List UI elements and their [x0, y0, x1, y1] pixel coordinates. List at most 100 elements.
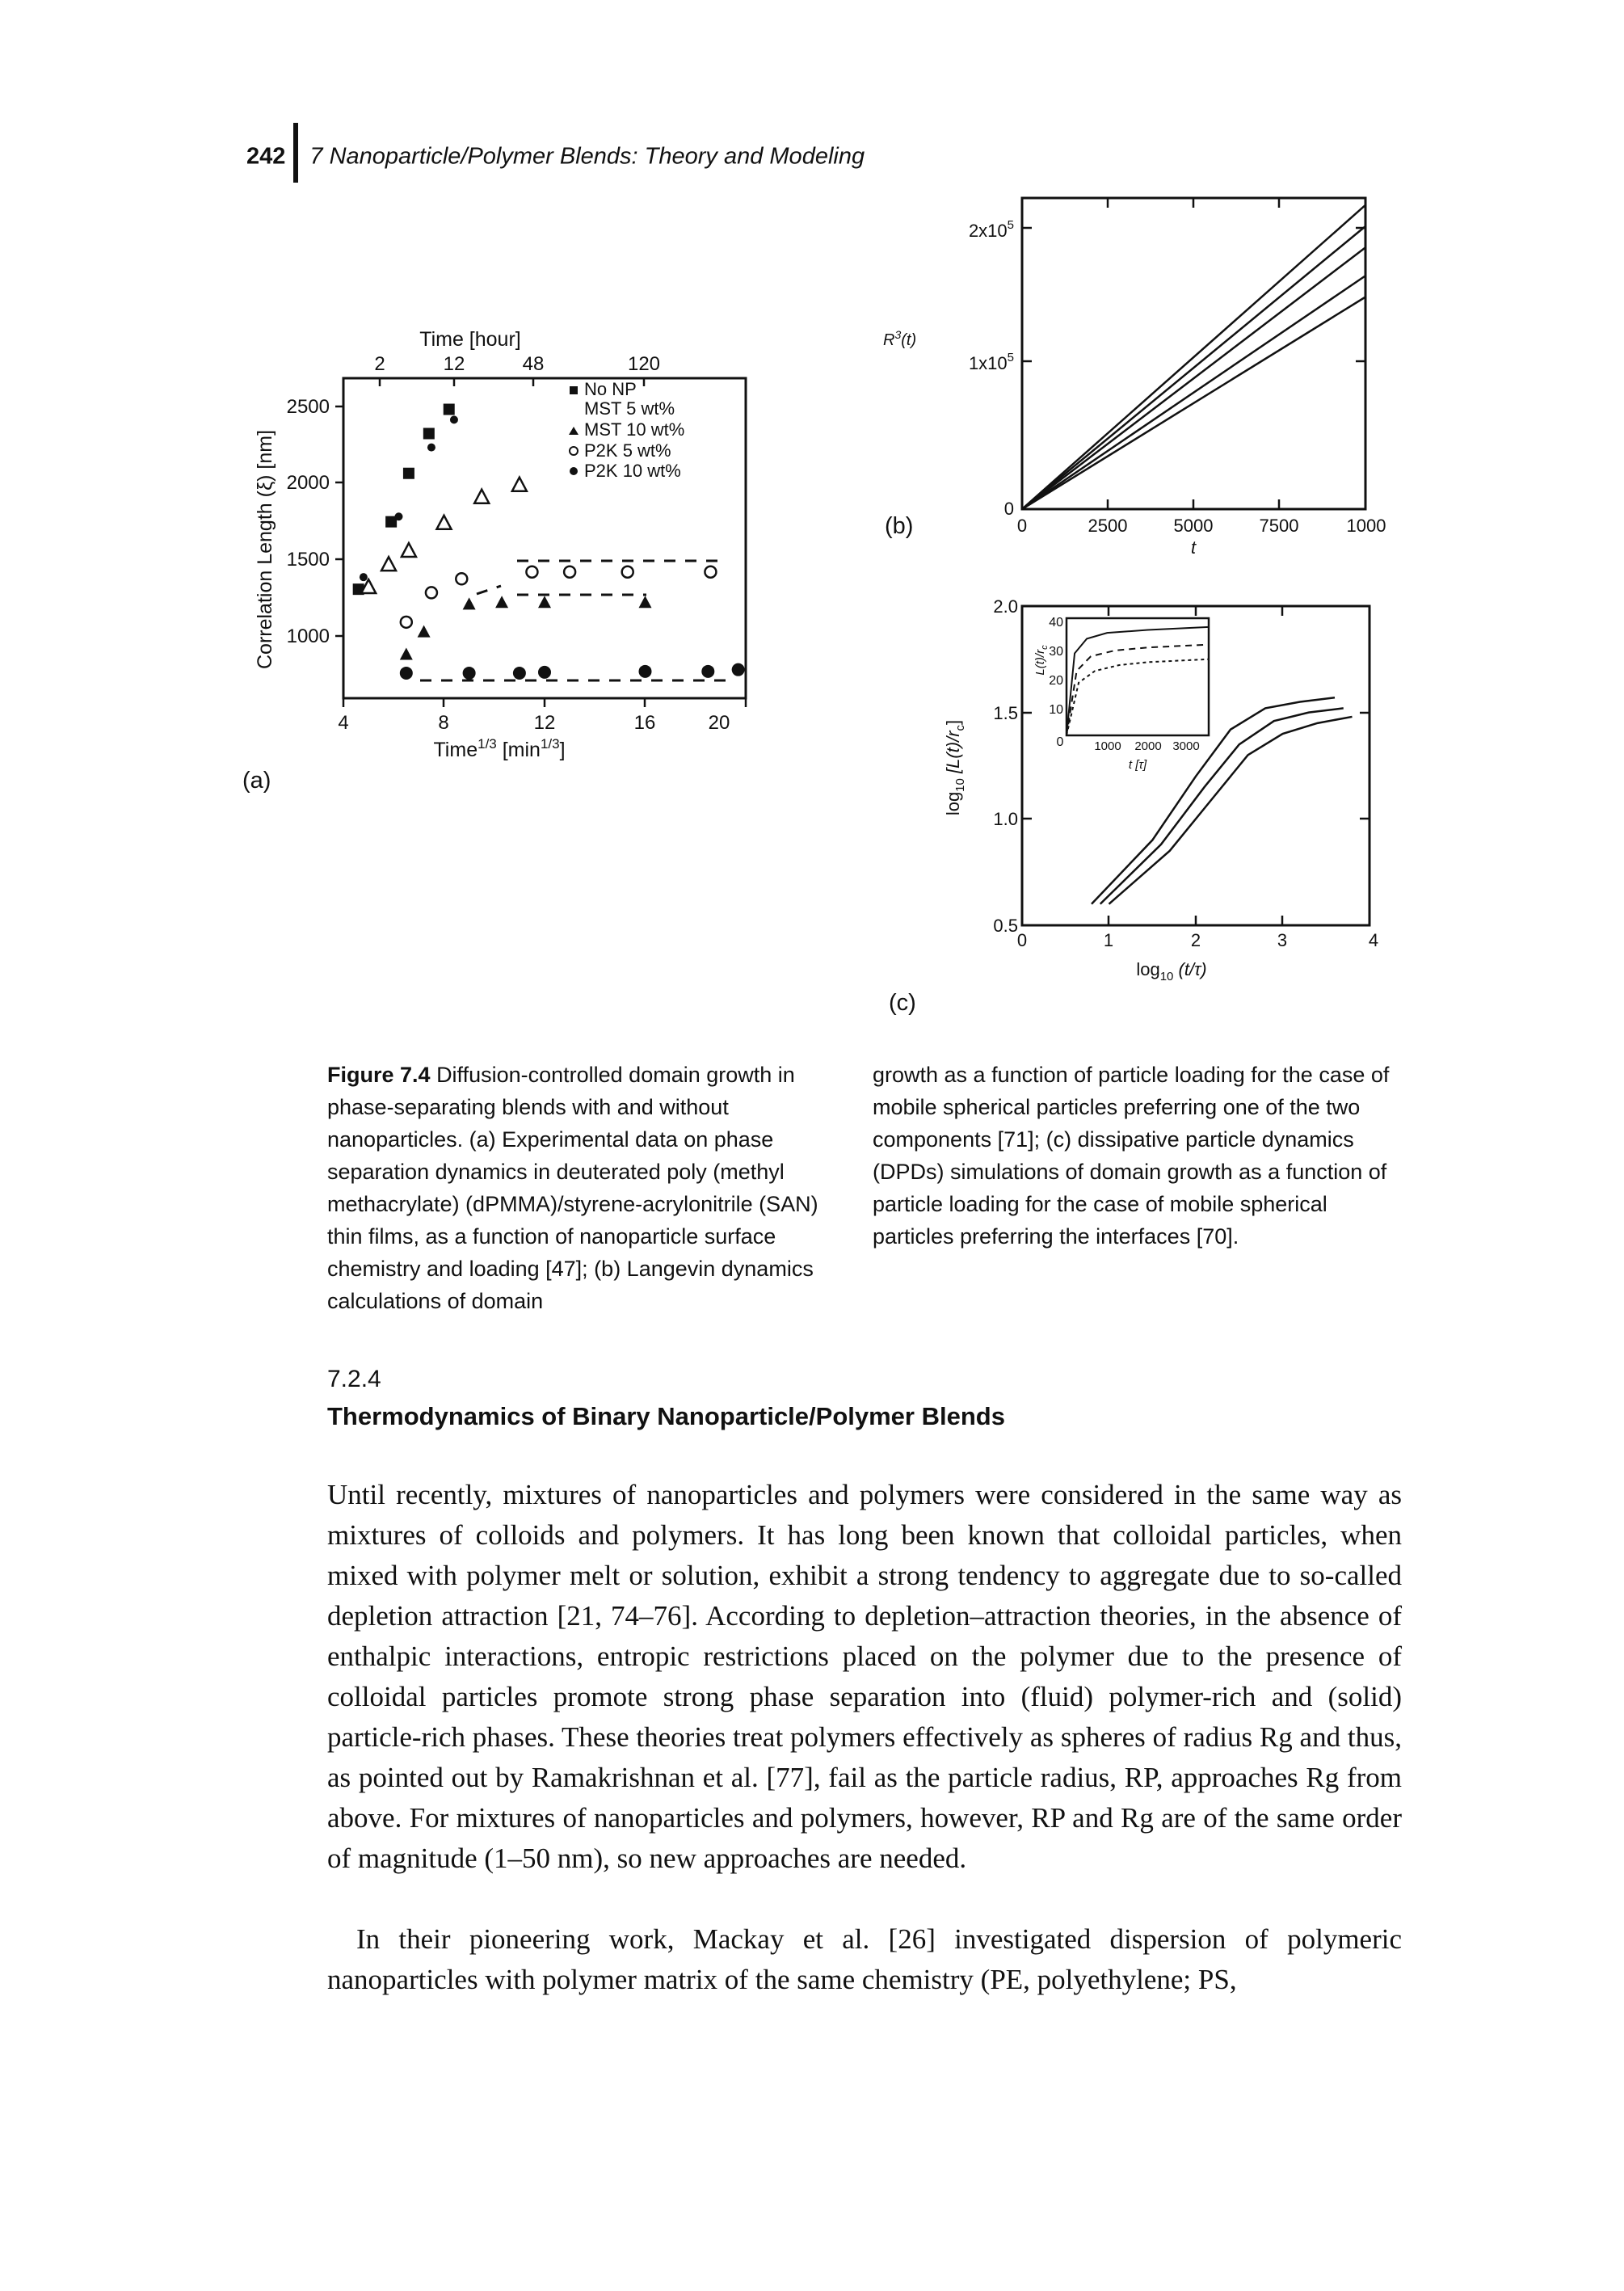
- panel-b-y-tick: 2x105: [969, 218, 1014, 241]
- panel-a-dashed-guides: [420, 559, 735, 682]
- figure-label: Figure 7.4: [327, 1063, 431, 1087]
- panel-b-series-line-2: [1021, 225, 1366, 510]
- panel-c-y-tick: 0.5: [993, 916, 1018, 936]
- panel-a-y-tick: 2500: [287, 396, 330, 418]
- inset-y-title: L(t)/rc: [1033, 645, 1050, 676]
- inset-x-tick: 0: [1057, 735, 1064, 749]
- figure-panel-c: 2.0 1.5 1.0 0.5 log10 [L(t)/rc] 0 1 2 3 …: [889, 596, 1378, 1016]
- data-point-p2k-5-wt-: [525, 565, 539, 579]
- panel-a-top-tick: 48: [523, 353, 545, 375]
- caption-left-text: Diffusion-controlled domain growth in ph…: [327, 1063, 818, 1313]
- inset-x-title: t [τ]: [1129, 758, 1147, 772]
- panel-b-x-tick: 0: [1017, 516, 1027, 536]
- data-point-unlabeled: [360, 577, 378, 595]
- panel-b-series-line-5: [1021, 296, 1366, 511]
- panel-c-x-tick: 4: [1369, 930, 1378, 950]
- panel-b-label: (b): [885, 513, 913, 539]
- data-point-unlabeled: [435, 513, 453, 531]
- figure-panel-b: 2x105 1x105 0 R3(t) 0 2500 5000 7500 100…: [883, 196, 1386, 558]
- panel-a-legend: No NP MST 5 wt% MST 10 wt% P2K 5 wt% P2K…: [569, 379, 684, 481]
- inset-y-tick: 20: [1049, 674, 1063, 688]
- panel-c-series-line-1: [1091, 696, 1336, 905]
- panel-a-top-axis-title: Time [hour]: [419, 328, 521, 351]
- section-title: Thermodynamics of Binary Nanoparticle/Po…: [327, 1402, 1005, 1430]
- legend-label: MST 10 wt%: [584, 419, 684, 440]
- panel-a-y-tick: 2000: [287, 472, 330, 494]
- panel-b-series-line-1: [1021, 204, 1366, 510]
- inset-x-tick: 1000: [1094, 739, 1121, 753]
- data-point-p2k-10-wt-: [701, 664, 715, 678]
- data-point-p2k-5-wt-: [399, 615, 414, 630]
- panel-c-x-axis-title: log10 (t/τ): [1136, 959, 1206, 983]
- data-point-p2k-5-wt-: [621, 565, 634, 579]
- panel-a-y-tick: 1500: [287, 549, 330, 571]
- data-point-no-np: [402, 467, 414, 479]
- legend-marker-mst10: [569, 427, 578, 435]
- data-point-p2k-10-wt-: [462, 666, 476, 680]
- panel-c-y-tick: 1.0: [993, 809, 1018, 829]
- data-point-p2k-10-wt-: [512, 666, 526, 680]
- inset-y-tick: 10: [1049, 703, 1063, 717]
- panel-a-label: (a): [242, 768, 271, 794]
- panel-a-x-tick: 16: [634, 712, 656, 734]
- panel-c-inset-series-line-3: [1066, 658, 1210, 736]
- panel-b-x-axis-title: t: [1191, 537, 1197, 558]
- figure-panel-a: Time [hour] 2 12 48 120 2500 2000 1500 1…: [242, 328, 747, 794]
- inset-y-tick: 30: [1049, 645, 1063, 659]
- panel-c-y-tick: 2.0: [993, 596, 1018, 617]
- data-point-unlabeled: [379, 554, 398, 572]
- panel-c-y-tick: 1.5: [993, 703, 1018, 723]
- data-point-no-np: [423, 427, 435, 440]
- body-paragraph: In their pioneering work, Mackay et al. …: [327, 1923, 1402, 1995]
- panel-b-x-tick: 7500: [1260, 516, 1299, 536]
- data-point-p2k-10-wt-: [399, 666, 413, 680]
- inset-x-tick: 3000: [1172, 739, 1199, 753]
- panel-b-y-axis-title: R3(t): [883, 328, 916, 349]
- panel-c-ticks: [1022, 606, 1369, 925]
- panel-b-y-tick: 1x105: [969, 351, 1014, 373]
- legend-label: No NP: [584, 379, 637, 399]
- data-point-no-np: [385, 516, 398, 528]
- panel-a-ticks: [335, 378, 747, 707]
- panel-b-x-tick: 1000: [1347, 516, 1386, 536]
- data-point-p2k-5-wt-: [455, 572, 469, 586]
- panel-a-x-tick: 4: [338, 712, 348, 734]
- data-point-mst-10-wt-: [417, 625, 431, 638]
- data-point-unlabeled: [473, 487, 491, 504]
- data-point-mst-10-wt-: [638, 596, 652, 609]
- data-point-mst-5-wt-: [394, 512, 403, 521]
- panel-a-top-tick: 12: [444, 353, 465, 375]
- figure-caption-right: growth as a function of particle loading…: [873, 1063, 1390, 1249]
- panel-b-series-lines: [1021, 204, 1366, 511]
- data-point-unlabeled: [399, 541, 419, 558]
- header-divider: [293, 123, 299, 183]
- legend-marker-p2k5: [569, 446, 578, 456]
- panel-a-y-axis-title: Correlation Length (ξ) [nm]: [254, 430, 276, 669]
- legend-label: MST 5 wt%: [584, 398, 675, 419]
- data-point-p2k-5-wt-: [562, 565, 577, 579]
- panel-c-series-line-3: [1108, 715, 1353, 905]
- panel-b-x-tick: 2500: [1088, 516, 1128, 536]
- page-number: 242: [246, 143, 286, 170]
- panel-c-y-axis-title: log10 [L(t)/rc]: [943, 720, 967, 815]
- body-paragraph: Until recently, mixtures of nanoparticle…: [327, 1479, 1402, 1874]
- data-point-mst-10-wt-: [399, 647, 413, 660]
- inset-x-tick: 2000: [1134, 739, 1161, 753]
- data-point-mst-5-wt-: [449, 415, 458, 424]
- panel-a-data-marks: [352, 403, 745, 680]
- panel-c-x-tick: 2: [1191, 930, 1201, 950]
- panel-a-plot-frame: [342, 377, 747, 700]
- panel-c-x-tick: 1: [1104, 930, 1113, 950]
- data-point-p2k-10-wt-: [538, 665, 551, 679]
- panel-b-series-line-3: [1021, 246, 1366, 510]
- data-point-mst-10-wt-: [462, 597, 476, 610]
- panel-b-ticks: [1022, 198, 1365, 509]
- data-point-p2k-5-wt-: [704, 565, 717, 579]
- panel-c-label: (c): [889, 990, 916, 1016]
- data-point-mst-10-wt-: [495, 596, 509, 609]
- data-point-mst-5-wt-: [359, 573, 368, 582]
- data-point-no-np: [443, 403, 455, 415]
- panel-a-top-tick: 2: [374, 353, 385, 375]
- legend-label: P2K 10 wt%: [584, 461, 681, 481]
- data-point-unlabeled: [510, 475, 528, 492]
